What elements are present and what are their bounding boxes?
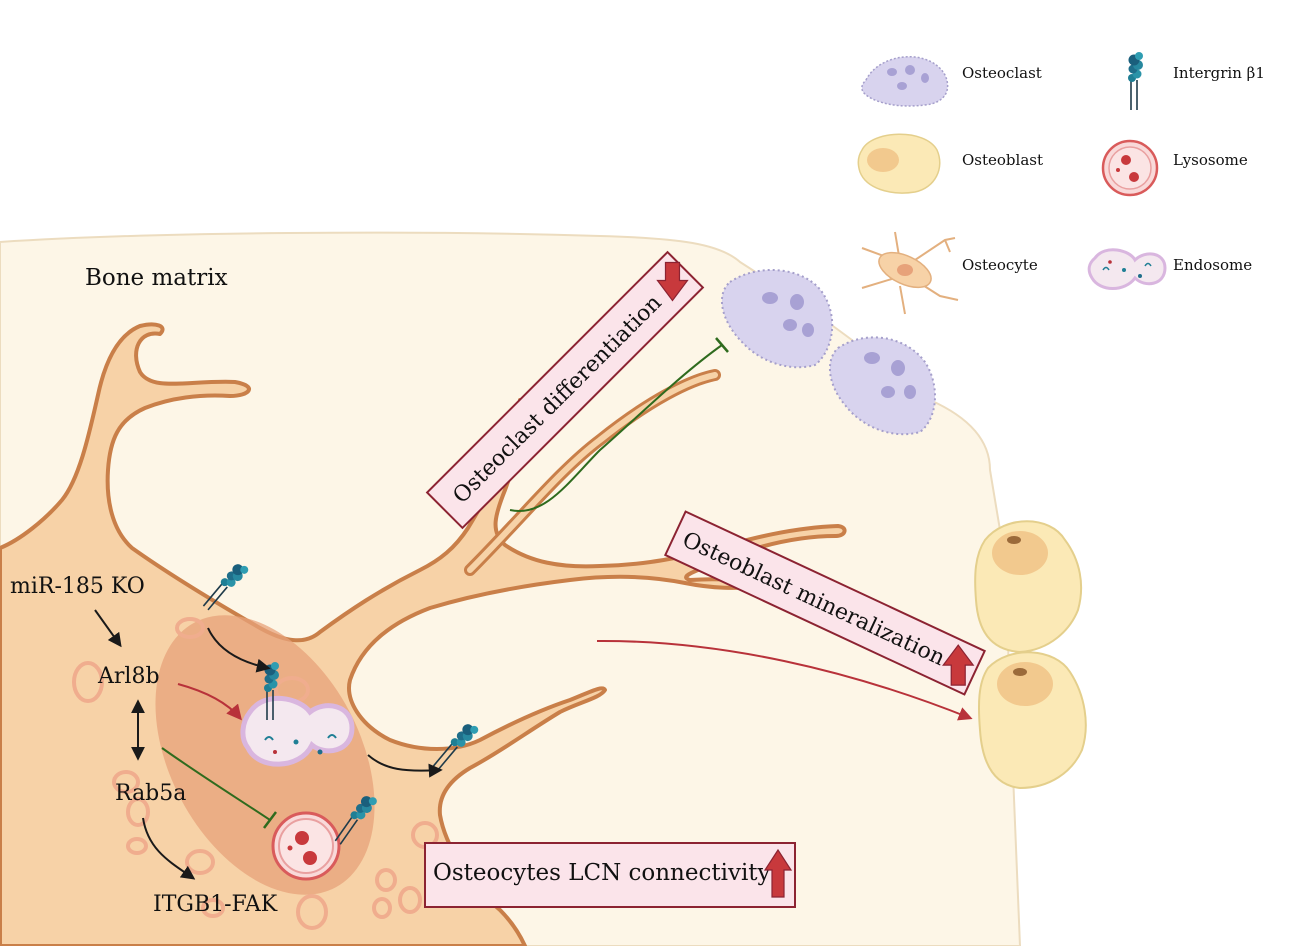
integrin-icon xyxy=(1127,51,1144,111)
legend-osteoclast-label: Osteoclast xyxy=(962,64,1042,82)
endosome-icon xyxy=(1087,248,1167,290)
osteoclast-cell-lower xyxy=(828,336,936,436)
legend-osteocyte-label: Osteocyte xyxy=(962,256,1038,274)
up-arrow-icon xyxy=(942,644,975,686)
lysosome-icon xyxy=(1101,139,1159,197)
osteoblast-icon xyxy=(857,133,941,194)
arrow-rab5a-to-itgb1 xyxy=(142,817,196,880)
label-mir185-ko: miR-185 KO xyxy=(10,574,145,599)
lysosome xyxy=(271,811,341,881)
osteoclast-icon xyxy=(861,55,949,107)
inhibit-to-osteoclast xyxy=(509,337,729,513)
label-itgb1-fak: ITGB1-FAK xyxy=(153,892,278,917)
arrow-mir185-to-arl8b xyxy=(94,609,122,648)
arrow-to-osteoblast xyxy=(596,639,973,721)
osteoblast-cell-upper xyxy=(974,520,1083,654)
label-arl8b: Arl8b xyxy=(97,664,160,689)
arrow-integrin-to-endosome xyxy=(207,627,271,673)
legend-osteoblast-label: Osteoblast xyxy=(962,151,1043,169)
osteocyte-icon xyxy=(861,231,959,315)
arrow-endosome-to-membrane xyxy=(367,754,443,778)
label-rab5a: Rab5a xyxy=(115,781,186,806)
legend-endosome-label: Endosome xyxy=(1173,256,1252,274)
endosome xyxy=(240,695,355,767)
legend-integrin-label: Intergrin β1 xyxy=(1173,64,1265,82)
osteoclast-cell-upper xyxy=(721,269,834,369)
up-arrow-icon xyxy=(763,848,793,898)
arrow-arl8b-to-endosome xyxy=(177,682,242,721)
legend-lysosome-label: Lysosome xyxy=(1173,151,1248,169)
label-bone-matrix: Bone matrix xyxy=(85,265,228,291)
outcome-lcn-box: Osteocytes LCN connectivity xyxy=(424,842,796,908)
inhibit-to-lysosome xyxy=(161,747,277,829)
down-arrow-icon xyxy=(656,261,689,302)
outcome-lcn-text: Osteocytes LCN connectivity xyxy=(433,860,771,886)
legend: Osteoclast Osteoblast Osteocyte Intergri… xyxy=(857,51,1265,315)
vesicle-group xyxy=(72,617,439,930)
osteoblast-cell-lower xyxy=(977,651,1087,790)
